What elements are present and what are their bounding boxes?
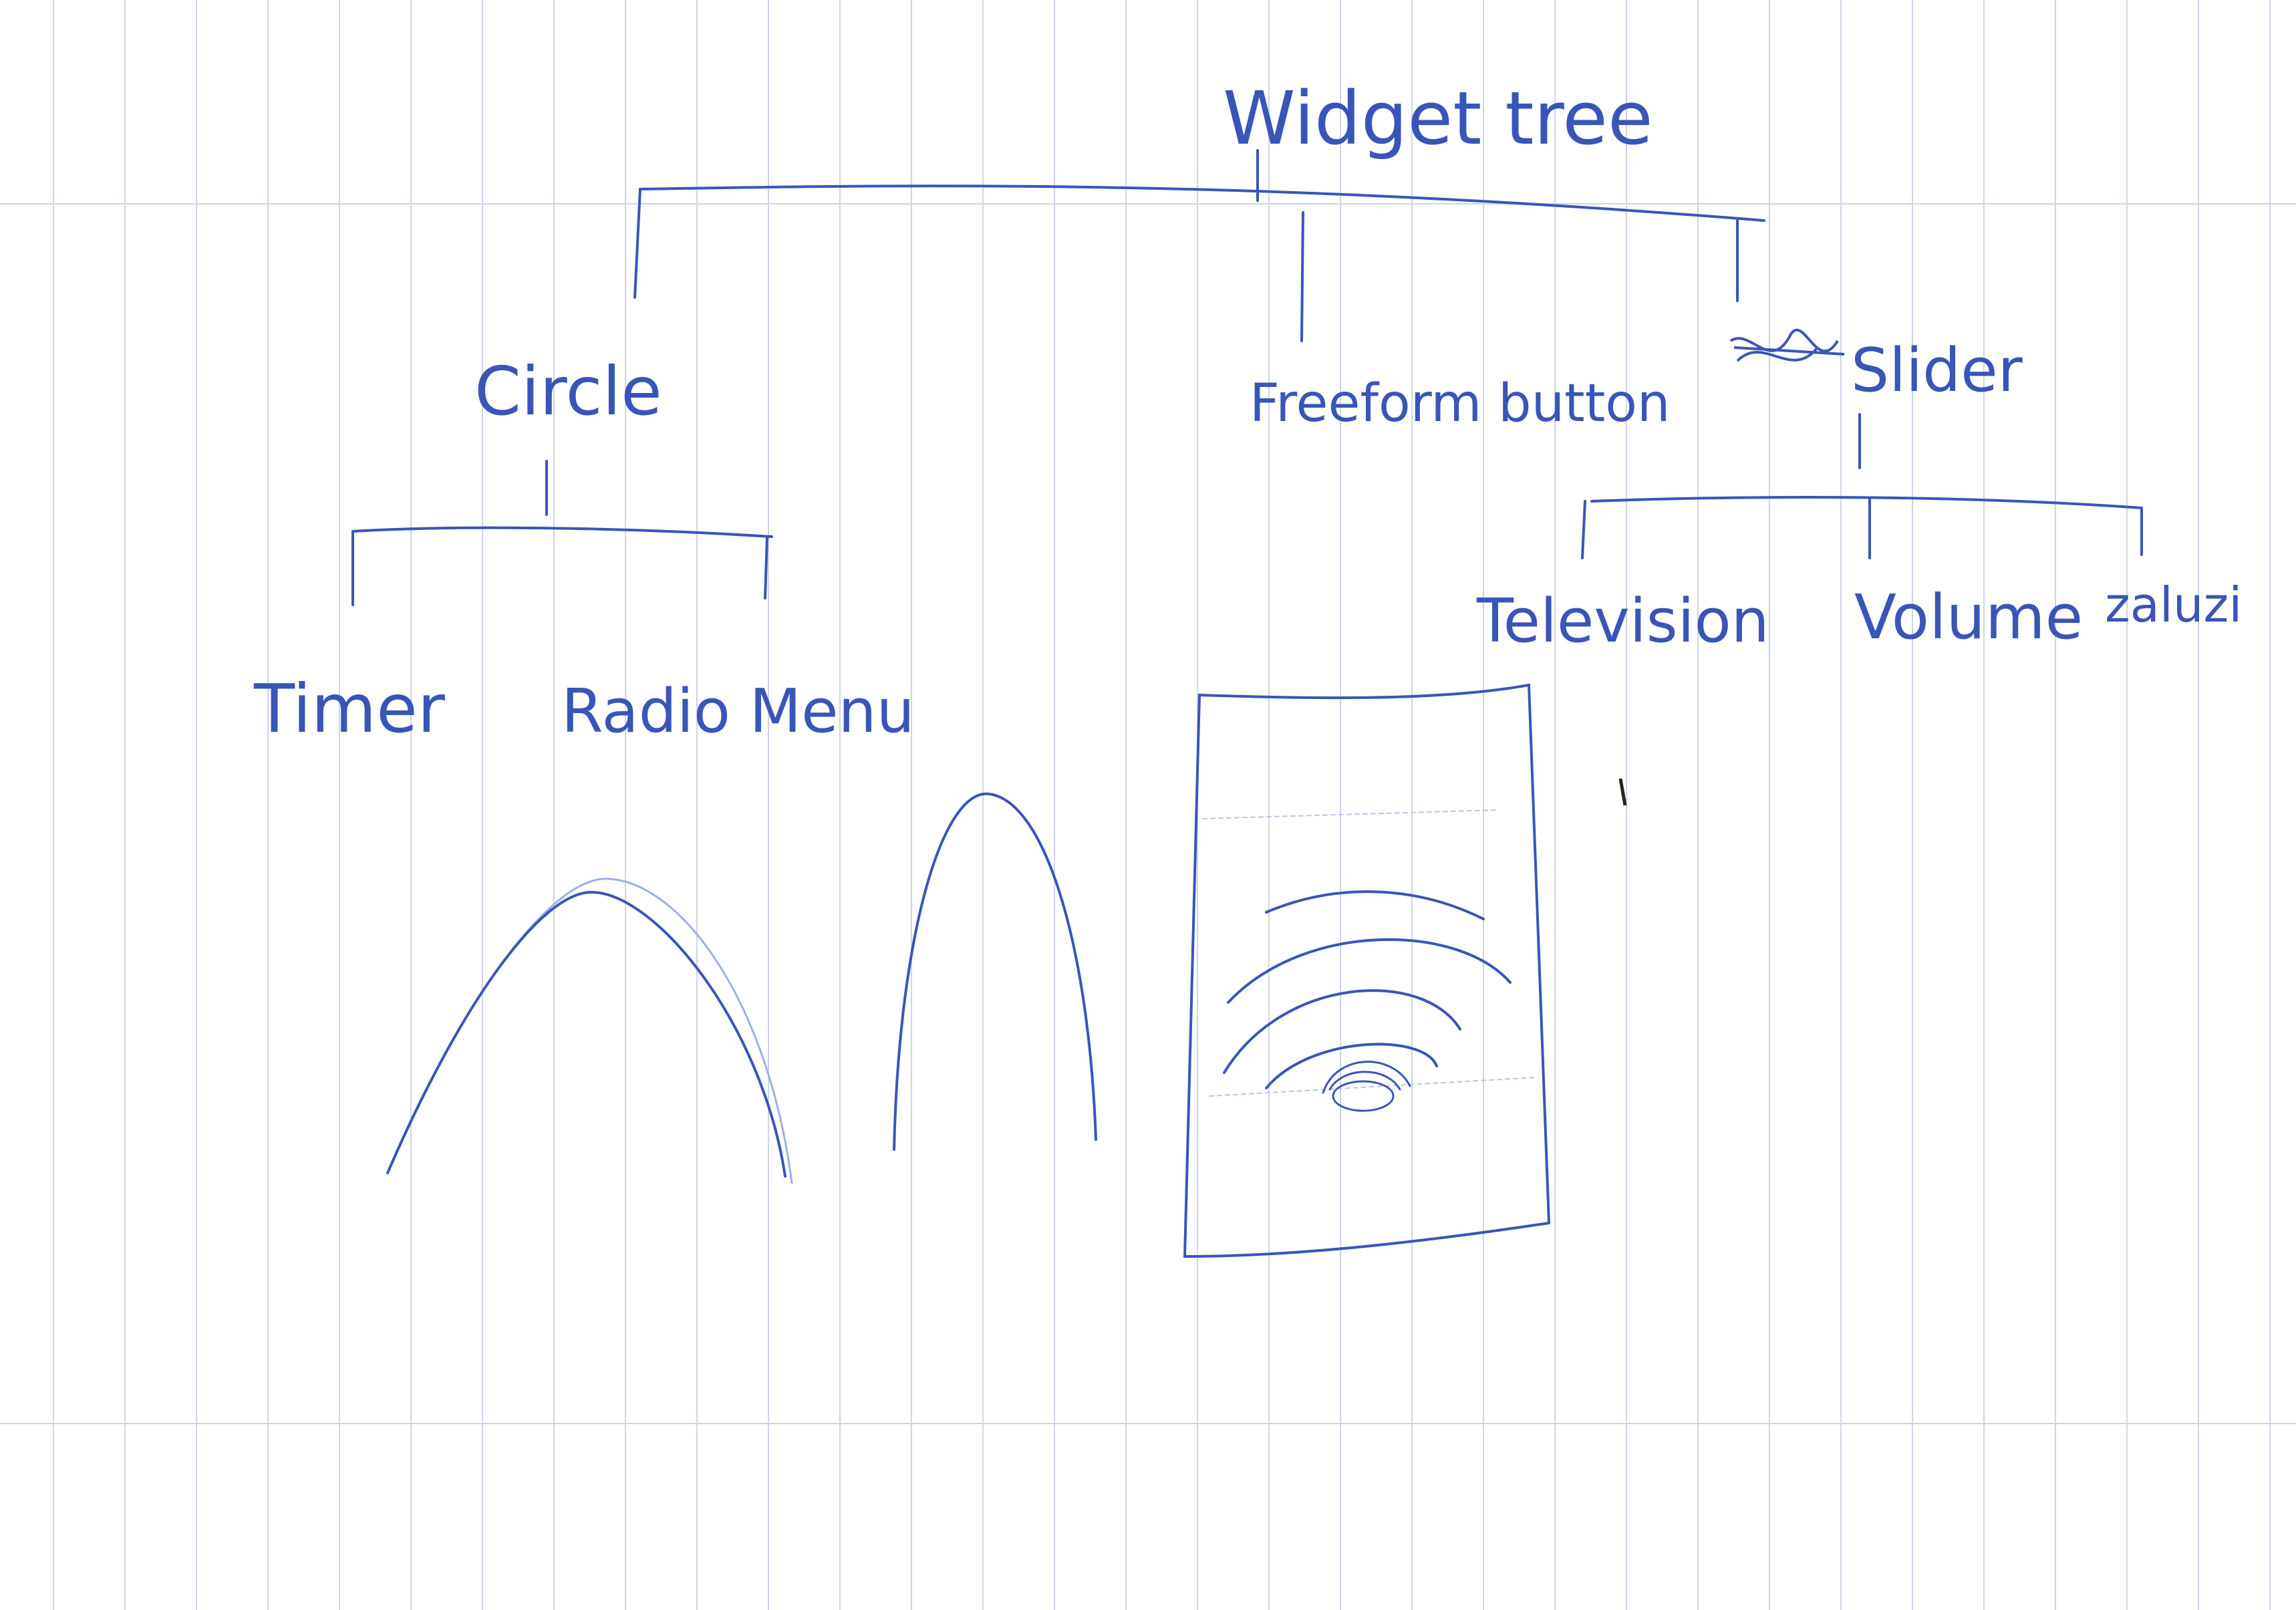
slider-connector [1581, 413, 2143, 559]
root-connector [633, 149, 1765, 342]
node-zaluzi: zaluzi [2105, 577, 2242, 633]
radio-menu-arch-sketch [893, 792, 1097, 1151]
timer-arch-sketch [386, 878, 793, 1184]
node-timer: Timer [253, 670, 446, 748]
node-circle: Circle [474, 352, 662, 430]
television-screen-sketch [1183, 683, 1551, 1258]
node-television: Television [1476, 586, 1769, 656]
scribble-crossout [1729, 328, 1845, 362]
diagram-title: Widget tree [1223, 76, 1653, 161]
node-freeform-button: Freeform button [1250, 374, 1670, 434]
pen-mark [1618, 778, 1627, 806]
circle-connector [351, 460, 773, 606]
node-radio-menu: Radio Menu [561, 676, 915, 747]
node-volume: Volume [1854, 581, 2083, 653]
node-slider: Slider [1851, 336, 2023, 406]
